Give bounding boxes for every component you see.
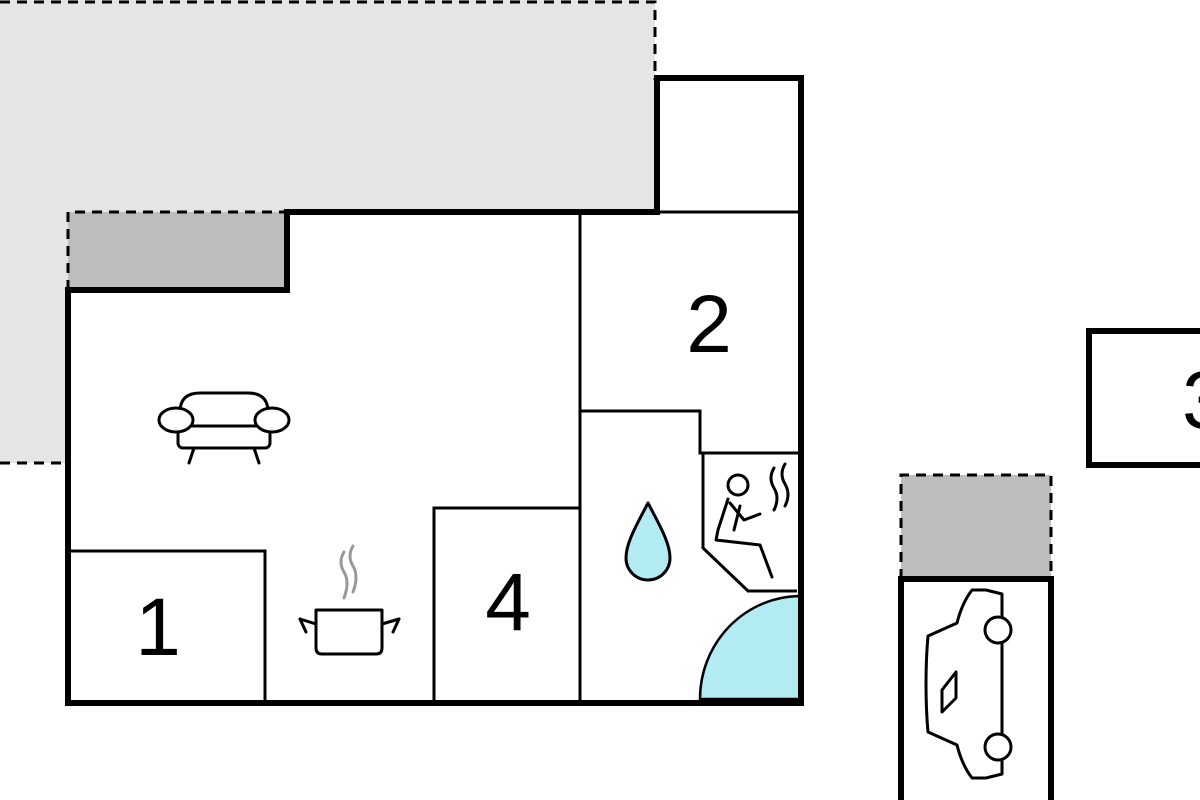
outdoor-terrace bbox=[0, 0, 655, 463]
sofa-icon bbox=[157, 391, 291, 465]
patio-dashed-edge bbox=[66, 210, 287, 290]
covered-patio bbox=[68, 212, 287, 290]
car-icon bbox=[924, 588, 1013, 780]
room-3-label: 3 bbox=[1182, 355, 1200, 446]
room-1-label: 1 bbox=[135, 582, 181, 673]
carport-roof bbox=[901, 475, 1051, 579]
house-outer-wall bbox=[65, 75, 804, 706]
room-4-label: 4 bbox=[485, 557, 531, 648]
sauna-icon bbox=[714, 462, 790, 579]
house-interior bbox=[68, 78, 801, 703]
inner-walls bbox=[68, 210, 801, 703]
water-drop-icon bbox=[624, 501, 672, 582]
cooking-pot-icon bbox=[298, 544, 401, 656]
room-3-box bbox=[1086, 328, 1200, 468]
room-2-label: 2 bbox=[686, 279, 732, 370]
sauna-room-wall bbox=[701, 453, 797, 593]
terrace-dashed-edge-top bbox=[0, 0, 657, 80]
pool bbox=[698, 594, 803, 701]
carport-dashed-edge bbox=[899, 473, 1053, 579]
